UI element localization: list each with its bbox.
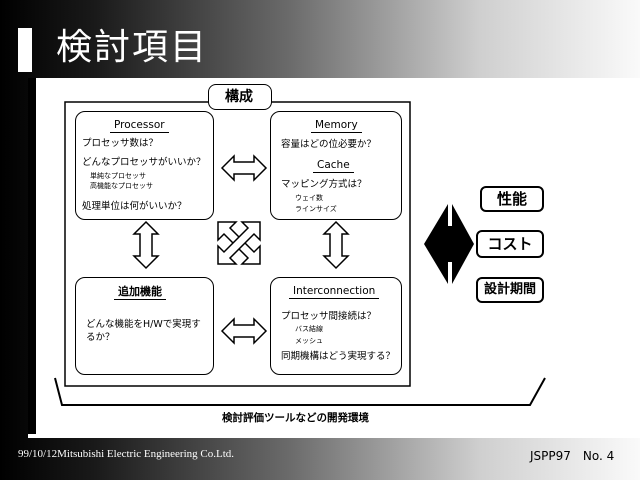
memory-question-capacity: 容量はどの位必要か？ xyxy=(281,139,377,150)
processor-box: Processor プロセッサ数は？ どんなプロセッサがいいか？ 単純なプロセッ… xyxy=(75,111,214,220)
processor-question-type: どんなプロセッサがいいか？ xyxy=(82,157,206,168)
additional-function-title: 追加機能 xyxy=(114,285,166,300)
interconnection-question-network: プロセッサ間接続は？ xyxy=(281,311,377,322)
criteria-performance: 性能 xyxy=(480,186,544,212)
processor-question-unit: 処理単位は何がいいか？ xyxy=(82,201,187,212)
criteria-design-period: 設計期間 xyxy=(476,277,544,303)
interconnection-option-mesh: メッシュ xyxy=(295,337,323,345)
additional-function-question-1: どんな機能をH/Wで実現す xyxy=(86,319,201,330)
cache-question-mapping: マッピング方式は？ xyxy=(281,179,367,190)
left-rule xyxy=(28,78,36,434)
processor-option-advanced: 高機能なプロセッサ xyxy=(90,182,153,190)
configuration-label-box: 構成 xyxy=(208,84,272,110)
processor-question-count: プロセッサ数は？ xyxy=(82,138,159,149)
cache-title: Cache xyxy=(313,159,354,173)
arrow-processor-memory xyxy=(220,154,268,182)
arrow-memory-interconnection xyxy=(322,220,350,270)
configuration-label: 構成 xyxy=(225,89,253,105)
footer-company: 99/10/12Mitsubishi Electric Engineering … xyxy=(18,448,234,460)
interconnection-box: Interconnection プロセッサ間接続は？ バス結線 メッシュ 同期機… xyxy=(270,277,402,375)
cache-option-linesize: ラインサイズ xyxy=(295,205,337,213)
interconnection-title: Interconnection xyxy=(289,285,380,299)
big-double-arrow xyxy=(424,204,474,284)
cache-option-ways: ウェイ数 xyxy=(295,194,323,202)
footer-page-number: JSPP97 No. 4 xyxy=(530,449,615,463)
slide-title: 検討項目 xyxy=(56,27,209,68)
processor-option-simple: 単純なプロセッサ xyxy=(90,172,146,180)
arrow-additional-interconnection xyxy=(220,317,268,345)
development-environment-label: 検討評価ツールなどの開発環境 xyxy=(222,412,369,424)
interconnection-question-sync: 同期機構はどう実現する？ xyxy=(281,351,396,362)
memory-box: Memory 容量はどの位必要か？ Cache マッピング方式は？ ウェイ数 ラ… xyxy=(270,111,402,220)
additional-function-box: 追加機能 どんな機能をH/Wで実現す るか？ xyxy=(75,277,214,375)
environment-base-bracket xyxy=(54,377,546,406)
title-accent-bar xyxy=(18,28,32,72)
interconnection-option-bus: バス結線 xyxy=(295,325,323,333)
cross-arrows xyxy=(217,221,261,265)
memory-title: Memory xyxy=(311,119,362,133)
processor-title: Processor xyxy=(110,119,169,133)
criteria-cost: コスト xyxy=(476,230,544,258)
additional-function-question-2: るか？ xyxy=(86,332,115,343)
arrow-processor-additional xyxy=(132,220,160,270)
